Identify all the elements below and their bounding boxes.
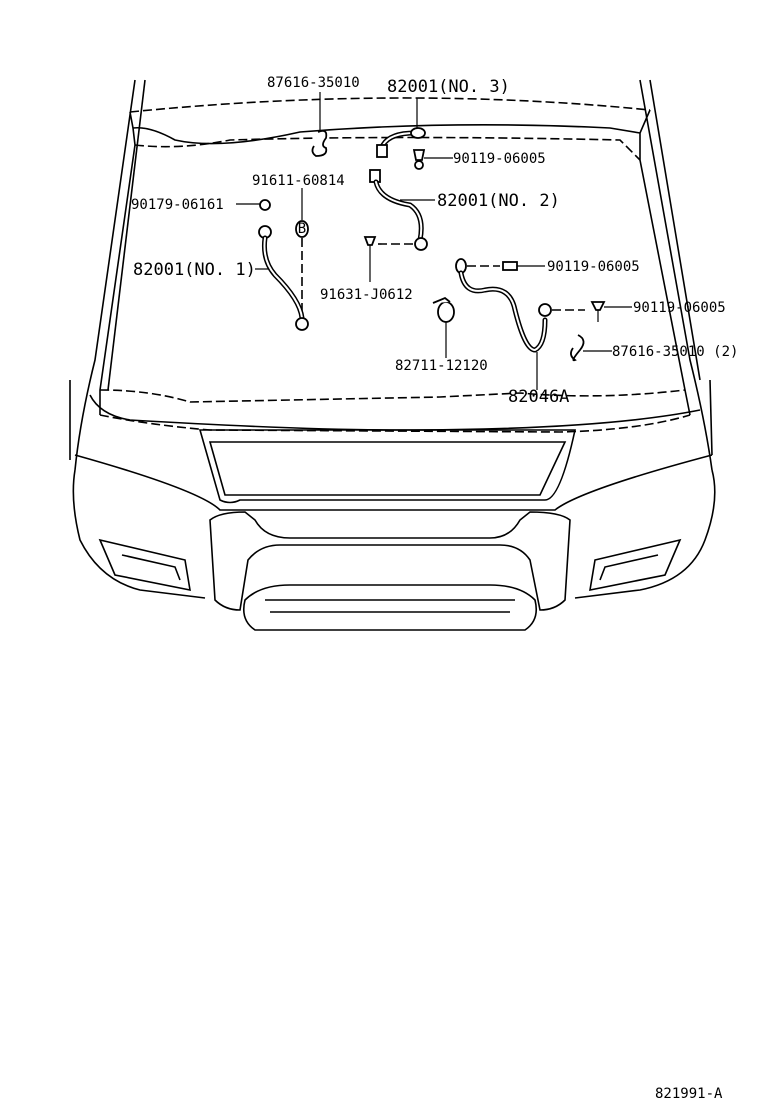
callout-cable-no3: 82001(NO. 3) (387, 77, 510, 97)
hook-clip-right (570, 334, 612, 362)
callout-cable-no2: 82001(NO. 2) (437, 191, 560, 211)
cable-no1 (255, 225, 309, 331)
callout-nut: 90179-06161 (131, 197, 224, 213)
bolt-right1 (502, 261, 545, 271)
callout-clamp: 82711-12120 (395, 358, 488, 374)
callout-cable-no1: 82001(NO. 1) (133, 260, 256, 280)
callout-grommet: 91611-60814 (252, 173, 345, 189)
clamp (432, 296, 455, 358)
cable-no2 (369, 169, 435, 251)
callout-bolt-mid: 91631-J0612 (320, 287, 413, 303)
callout-bolt-right1: 90119-06005 (547, 259, 640, 275)
callout-bolt-right2: 90119-06005 (633, 300, 726, 316)
nut (236, 199, 271, 211)
grommet-mark: B (298, 221, 306, 237)
callout-cable-main: 82046A (508, 387, 569, 407)
grommet: B (295, 188, 309, 320)
hook-clip-top (311, 92, 328, 157)
cable-82046a (455, 258, 585, 390)
callout-hook-right: 87616-35010 (2) (612, 344, 738, 360)
bolt-top (412, 149, 453, 170)
vehicle-body-outline (69, 79, 716, 631)
bolt-right2 (590, 301, 632, 322)
figure-id: 821991-A (655, 1086, 723, 1102)
bolt-mid (363, 236, 414, 282)
cable-no3 (376, 98, 426, 158)
callout-bolt-top: 90119-06005 (453, 151, 546, 167)
callout-hook-top: 87616-35010 (267, 75, 360, 91)
